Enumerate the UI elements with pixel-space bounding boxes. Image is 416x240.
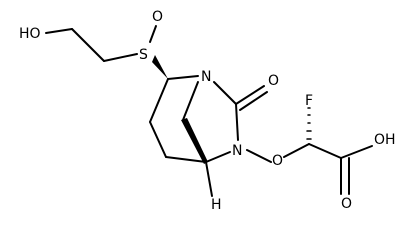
- bond-o-chf: [283, 143, 310, 158]
- bond-c3-c4: [149, 121, 167, 158]
- structure-svg: HO S O N O N O F OH O H: [19, 9, 396, 213]
- bond-n1-bridge: [182, 81, 199, 121]
- atom-labels: HO S O N O N O F OH O H: [19, 9, 396, 213]
- bond-ch2-ch2: [71, 28, 105, 62]
- bonds: [45, 25, 373, 197]
- atom-label-ho: HO: [19, 26, 41, 42]
- bond-ch2-s: [103, 53, 138, 62]
- bond-carbonyl-n6: [235, 103, 239, 141]
- bond-n6-o: [246, 149, 272, 163]
- bond-co-outer: [235, 85, 265, 105]
- wedge-bond-s-c2: [152, 55, 168, 79]
- bond-chf-cooh: [308, 143, 342, 159]
- atom-label-sulfoxide-oxygen: O: [152, 9, 163, 25]
- bond-s-o: [149, 25, 157, 43]
- bold-bond-bridge-c5: [181, 118, 208, 164]
- atom-label-bridge-nitrogen: N: [201, 69, 211, 85]
- atom-label-carbonyl-oxygen: O: [268, 73, 279, 89]
- bond-co-inner: [239, 91, 268, 111]
- molecule-diagram: HO S O N O N O F OH O H: [19, 9, 396, 213]
- atom-label-acid-carbonyl-oxygen: O: [341, 196, 352, 212]
- bond-c5-h: [205, 161, 213, 197]
- bond-ho-ch2: [45, 28, 73, 34]
- bond-c2-n1: [167, 75, 199, 80]
- bond-c2-c3: [149, 78, 169, 123]
- atom-label-acid-oh: OH: [374, 132, 396, 148]
- bond-n1-carbonyl: [213, 81, 237, 105]
- bond-n6-c5: [205, 151, 231, 163]
- atom-label-ether-oxygen: O: [272, 153, 283, 169]
- bond-c4-c5: [165, 156, 207, 163]
- atom-label-fluorine: F: [305, 93, 313, 109]
- atom-label-sulfur: S: [139, 47, 148, 63]
- bond-c-oh: [340, 145, 373, 159]
- atom-label-amide-nitrogen: N: [232, 143, 242, 159]
- atom-label-bridgehead-hydrogen: H: [211, 197, 222, 213]
